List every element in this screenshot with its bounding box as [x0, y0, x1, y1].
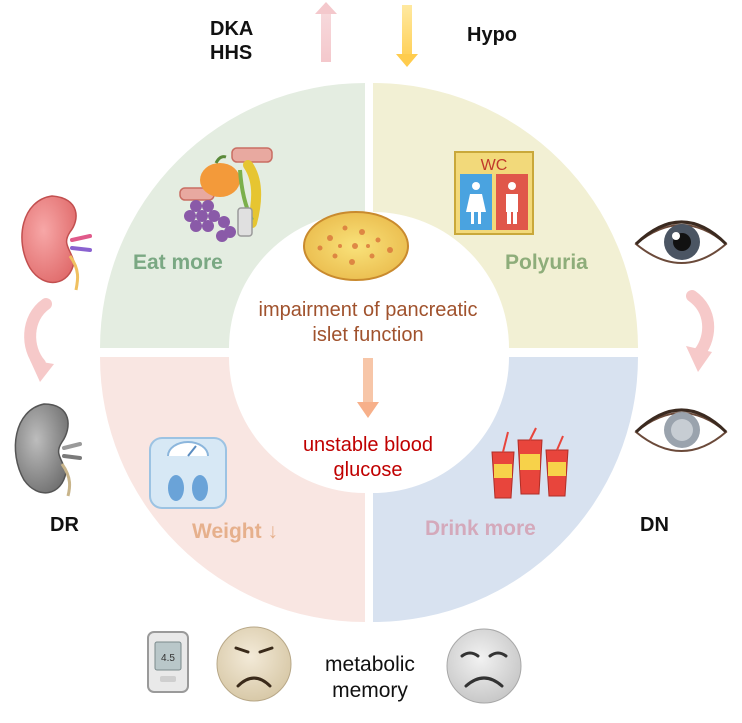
center-top-text: impairment of pancreatic islet function: [218, 298, 518, 348]
pancreas-islet-icon: [303, 211, 409, 281]
quadrant-ring: [100, 83, 638, 622]
memory-line: memory: [332, 679, 408, 703]
healthy-eye-icon: [634, 220, 728, 264]
drinks-icon: [491, 427, 569, 499]
sad-face-icon: [446, 628, 522, 704]
quadrant-label-weight: Weight ↓: [192, 520, 278, 543]
scale-icon: [149, 437, 227, 509]
dr-label: DR: [50, 514, 79, 536]
hypo-label: Hypo: [467, 24, 517, 46]
up-arrow-icon: [315, 2, 337, 62]
healthy-kidney-icon: [21, 195, 92, 291]
left-curved-arrow: [24, 298, 54, 382]
quadrant-label-drink-more: Drink more: [425, 517, 536, 540]
center-arrow: [357, 358, 379, 418]
metabolic-memory-label: metabolic memory: [300, 652, 440, 705]
hhs-label: HHS: [210, 42, 253, 64]
restroom-icon: WC: [454, 151, 534, 235]
quadrant-bottom-left: [100, 357, 365, 622]
dka-label: DKA: [210, 18, 254, 40]
frown-face-icon: [216, 626, 292, 702]
down-arrow-icon: [396, 5, 418, 67]
center-line-3: unstable blood: [302, 434, 434, 456]
quadrant-label-polyuria: Polyuria: [505, 251, 588, 274]
dn-label: DN: [640, 514, 669, 536]
center-line-1: impairment of pancreatic: [258, 299, 478, 321]
quadrant-label-eat-more: Eat more: [133, 251, 223, 274]
center-line-2: islet function: [312, 324, 424, 346]
center-bottom-text: unstable blood glucose: [258, 433, 478, 483]
glucose-meter-icon: 4.5: [147, 631, 189, 693]
food-icon: [179, 147, 273, 242]
right-curved-arrow: [686, 290, 715, 372]
meter-reading: 4.5: [161, 653, 175, 664]
cataract-eye-icon: [634, 408, 728, 452]
metabolic-line: metabolic: [325, 653, 415, 676]
quadrant-top-left: [100, 83, 365, 348]
center-line-4: glucose: [333, 459, 403, 481]
damaged-kidney-icon: [14, 403, 82, 497]
svg-text:WC: WC: [481, 157, 508, 174]
